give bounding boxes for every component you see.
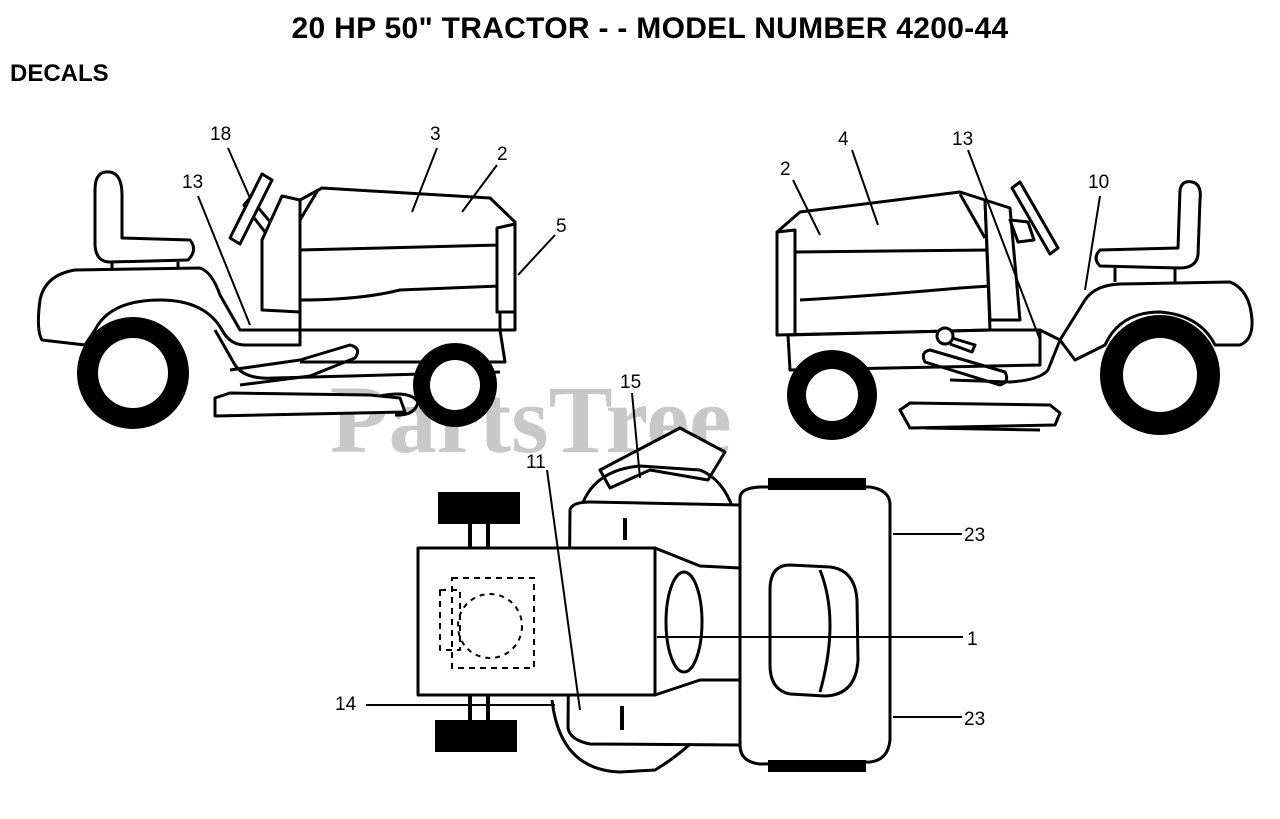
callout-1: 1 [967,629,978,650]
callout-23-lower: 23 [964,709,985,730]
callout-2: 2 [497,144,508,165]
callout-15: 15 [620,372,641,393]
top-view-leaders [366,392,963,718]
tractor-left-side-view [36,170,517,429]
callout-14: 14 [335,694,357,715]
right-view-leaders [792,149,1101,341]
callout-5: 5 [556,216,567,237]
callout-4: 4 [838,129,849,150]
page-title: 20 HP 50" TRACTOR - - MODEL NUMBER 4200-… [291,12,1009,45]
callout-18: 18 [210,124,231,145]
callout-23-upper: 23 [964,525,985,546]
tractor-top-view [416,426,892,774]
callout-13-right: 13 [952,129,973,150]
callout-11: 11 [526,452,546,473]
tractor-right-side-view [775,180,1254,440]
left-view-leaders [197,147,556,326]
callout-13: 13 [182,172,203,193]
callout-3: 3 [430,124,441,145]
callout-10: 10 [1088,172,1109,193]
section-heading: DECALS [10,60,109,87]
callout-2-right: 2 [780,159,791,180]
